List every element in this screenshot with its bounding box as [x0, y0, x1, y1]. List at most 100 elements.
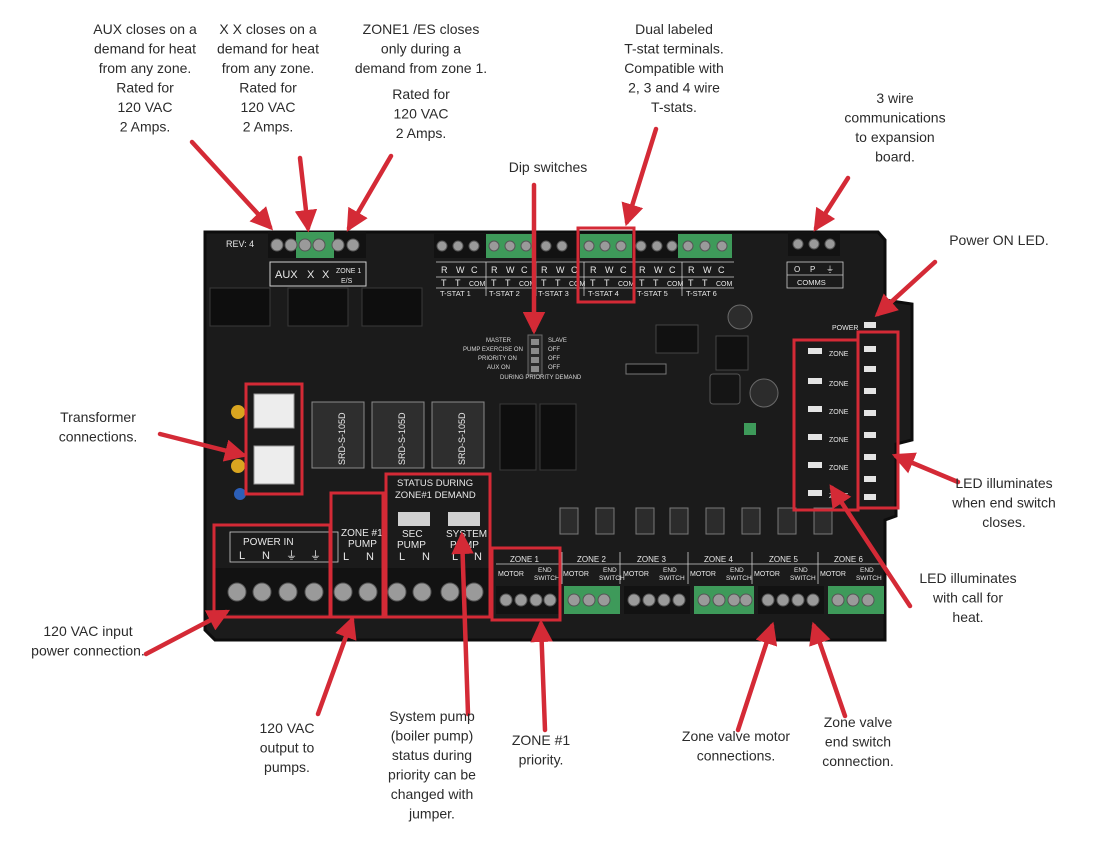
- relay-1-label: SRD-S-105D: [337, 412, 347, 465]
- callout-system-pump-line-3: status during: [392, 747, 472, 763]
- callout-transformer-line-1: Transformer: [60, 409, 136, 425]
- callout-comms-line-3: to expansion: [855, 129, 934, 145]
- callout-aux-line-1: AUX closes on a: [93, 21, 197, 37]
- highlight-boxes: [212, 226, 900, 622]
- callout-zone1es-rating-line-1: Rated for: [392, 86, 450, 102]
- callout-system-pump-line-6: jumper.: [408, 806, 455, 822]
- callout-xx-line-3: from any zone.: [222, 60, 315, 76]
- callout-xx-line-5: 120 VAC: [241, 99, 296, 115]
- comms-pin-o: O: [794, 265, 800, 274]
- zone-1-label: ZONE 1: [510, 555, 539, 564]
- zone-4-motor-label: MOTOR: [690, 571, 716, 578]
- dip-right-1: SLAVE: [548, 338, 567, 344]
- tstat-1-rwc-3: C: [471, 265, 478, 275]
- power-pin-ground-1: ⏚: [286, 549, 297, 562]
- tstat-2-rwc-2: W: [506, 265, 515, 275]
- tstat-3-rwc-1: R: [541, 265, 548, 275]
- callout-system-pump-line-1: System pump: [389, 708, 475, 724]
- callout-zone1es-rating-line-3: 2 Amps.: [396, 125, 447, 141]
- arrow-endswitch-conn: [809, 621, 848, 719]
- zone-3-motor-label: MOTOR: [623, 571, 649, 578]
- system-pump-pin-l: L: [452, 551, 458, 563]
- comms-terminal: O P ⏚ COMMS: [786, 232, 844, 289]
- power-led-label: POWER: [832, 325, 858, 332]
- tstat-3-rwc-2: W: [556, 265, 565, 275]
- tstat-6-label: T-STAT 6: [686, 289, 717, 298]
- transformer-connectors: [231, 393, 295, 500]
- tstat-3-ttc-2: T: [555, 278, 561, 288]
- tstat-1-ttc-2: T: [455, 278, 461, 288]
- callout-comms-line-1: 3 wire: [876, 90, 914, 106]
- callout-endswitch-conn-line-1: Zone valve: [824, 714, 893, 730]
- callout-output-pumps-line-1: 120 VAC: [260, 720, 315, 736]
- zone-2-end-switch-label-2: SWITCH: [599, 575, 625, 582]
- power-pin-n: N: [262, 550, 270, 562]
- x2-label: X: [322, 269, 330, 281]
- status-title-2: ZONE#1 DEMAND: [395, 490, 476, 501]
- callout-transformer-line-2: connections.: [59, 429, 138, 445]
- tstat-4-ttc-2: T: [604, 278, 610, 288]
- highlight-led-right: [856, 330, 900, 510]
- callout-tstat-line-4: 2, 3 and 4 wire: [628, 80, 720, 96]
- tstat-5-ttc-3: COM: [667, 281, 684, 288]
- callout-xx-line-1: X X closes on a: [219, 21, 316, 37]
- zone-3-end-switch-label-2: SWITCH: [659, 575, 685, 582]
- callout-endswitch-conn-line-3: connection.: [822, 753, 894, 769]
- zone1-pump-label-2: PUMP: [348, 539, 377, 550]
- zone-4-label: ZONE 4: [704, 555, 733, 564]
- arrow-end-switch-led: [891, 452, 961, 485]
- tstat-5-ttc-2: T: [653, 278, 659, 288]
- dip-right-4: OFF: [548, 365, 560, 371]
- callout-input-power-line-1: 120 VAC input: [43, 623, 132, 639]
- callout-motor-conn-line-1: Zone valve motor: [682, 728, 790, 744]
- transistor-row: [559, 507, 833, 535]
- callout-power-led-line-1: Power ON LED.: [949, 232, 1049, 248]
- callout-call-led-line-1: LED illuminates: [919, 570, 1016, 586]
- zone-6-end-switch-label-2: SWITCH: [856, 575, 882, 582]
- highlight-transformer: [244, 382, 304, 496]
- callout-endswitch-conn-line-2: end switch: [825, 734, 891, 750]
- callout-comms-line-4: board.: [875, 149, 915, 165]
- zone-2-label: ZONE 2: [577, 555, 606, 564]
- callout-output-pumps-line-2: output to: [260, 740, 315, 756]
- tstat-6-rwc-3: C: [718, 265, 725, 275]
- callout-system-pump-line-2: (boiler pump): [391, 728, 473, 744]
- tstat-2-rwc-3: C: [521, 265, 528, 275]
- mid-relays: [499, 403, 577, 471]
- zone-1-end-switch-label-1: END: [538, 567, 552, 574]
- callout-zone1-priority-line-1: ZONE #1: [512, 732, 571, 748]
- highlight-zone1-terminals: [490, 546, 562, 622]
- callout-aux-line-3: from any zone.: [99, 60, 192, 76]
- zone-2-motor-label: MOTOR: [563, 571, 589, 578]
- zone-6-end-switch-label-1: END: [860, 567, 874, 574]
- highlight-status-pumps: [384, 472, 492, 619]
- aux-label: AUX: [275, 269, 298, 281]
- tstat-2-label: T-STAT 2: [489, 289, 520, 298]
- tstat-5-ttc-1: T: [639, 278, 645, 288]
- bottom-terminal-strip: [215, 568, 884, 614]
- comms-pin-ground: ⏚: [826, 265, 834, 274]
- system-pump-pin-n: N: [474, 551, 482, 563]
- zone-5-end-switch-label-1: END: [794, 567, 808, 574]
- sec-pump-label-1: SEC: [402, 529, 423, 540]
- callout-dip-line-1: Dip switches: [509, 159, 588, 175]
- arrow-output-pumps: [315, 615, 357, 717]
- sec-pump-pin-n: N: [422, 551, 430, 563]
- rev-label: REV: 4: [226, 239, 254, 249]
- tstat-5-rwc-2: W: [654, 265, 663, 275]
- tstat-6-rwc-2: W: [703, 265, 712, 275]
- comms-pin-p: P: [810, 265, 815, 274]
- dip-bottom-label: DURING PRIORITY DEMAND: [500, 375, 582, 381]
- tstat-3-ttc-1: T: [541, 278, 547, 288]
- tstat-3-rwc-3: C: [571, 265, 578, 275]
- arrow-input-power: [143, 609, 230, 657]
- callout-end-switch-led-line-1: LED illuminates: [955, 475, 1052, 491]
- arrow-xx: [294, 155, 318, 233]
- tstat-6-rwc-1: R: [688, 265, 695, 275]
- zone1-label: ZONE 1: [336, 268, 361, 275]
- callout-call-led-line-2: with call for: [932, 590, 1003, 606]
- highlight-zone1-pump: [329, 491, 385, 619]
- status-title-1: STATUS DURING: [397, 478, 473, 489]
- dip-right-3: OFF: [548, 356, 560, 362]
